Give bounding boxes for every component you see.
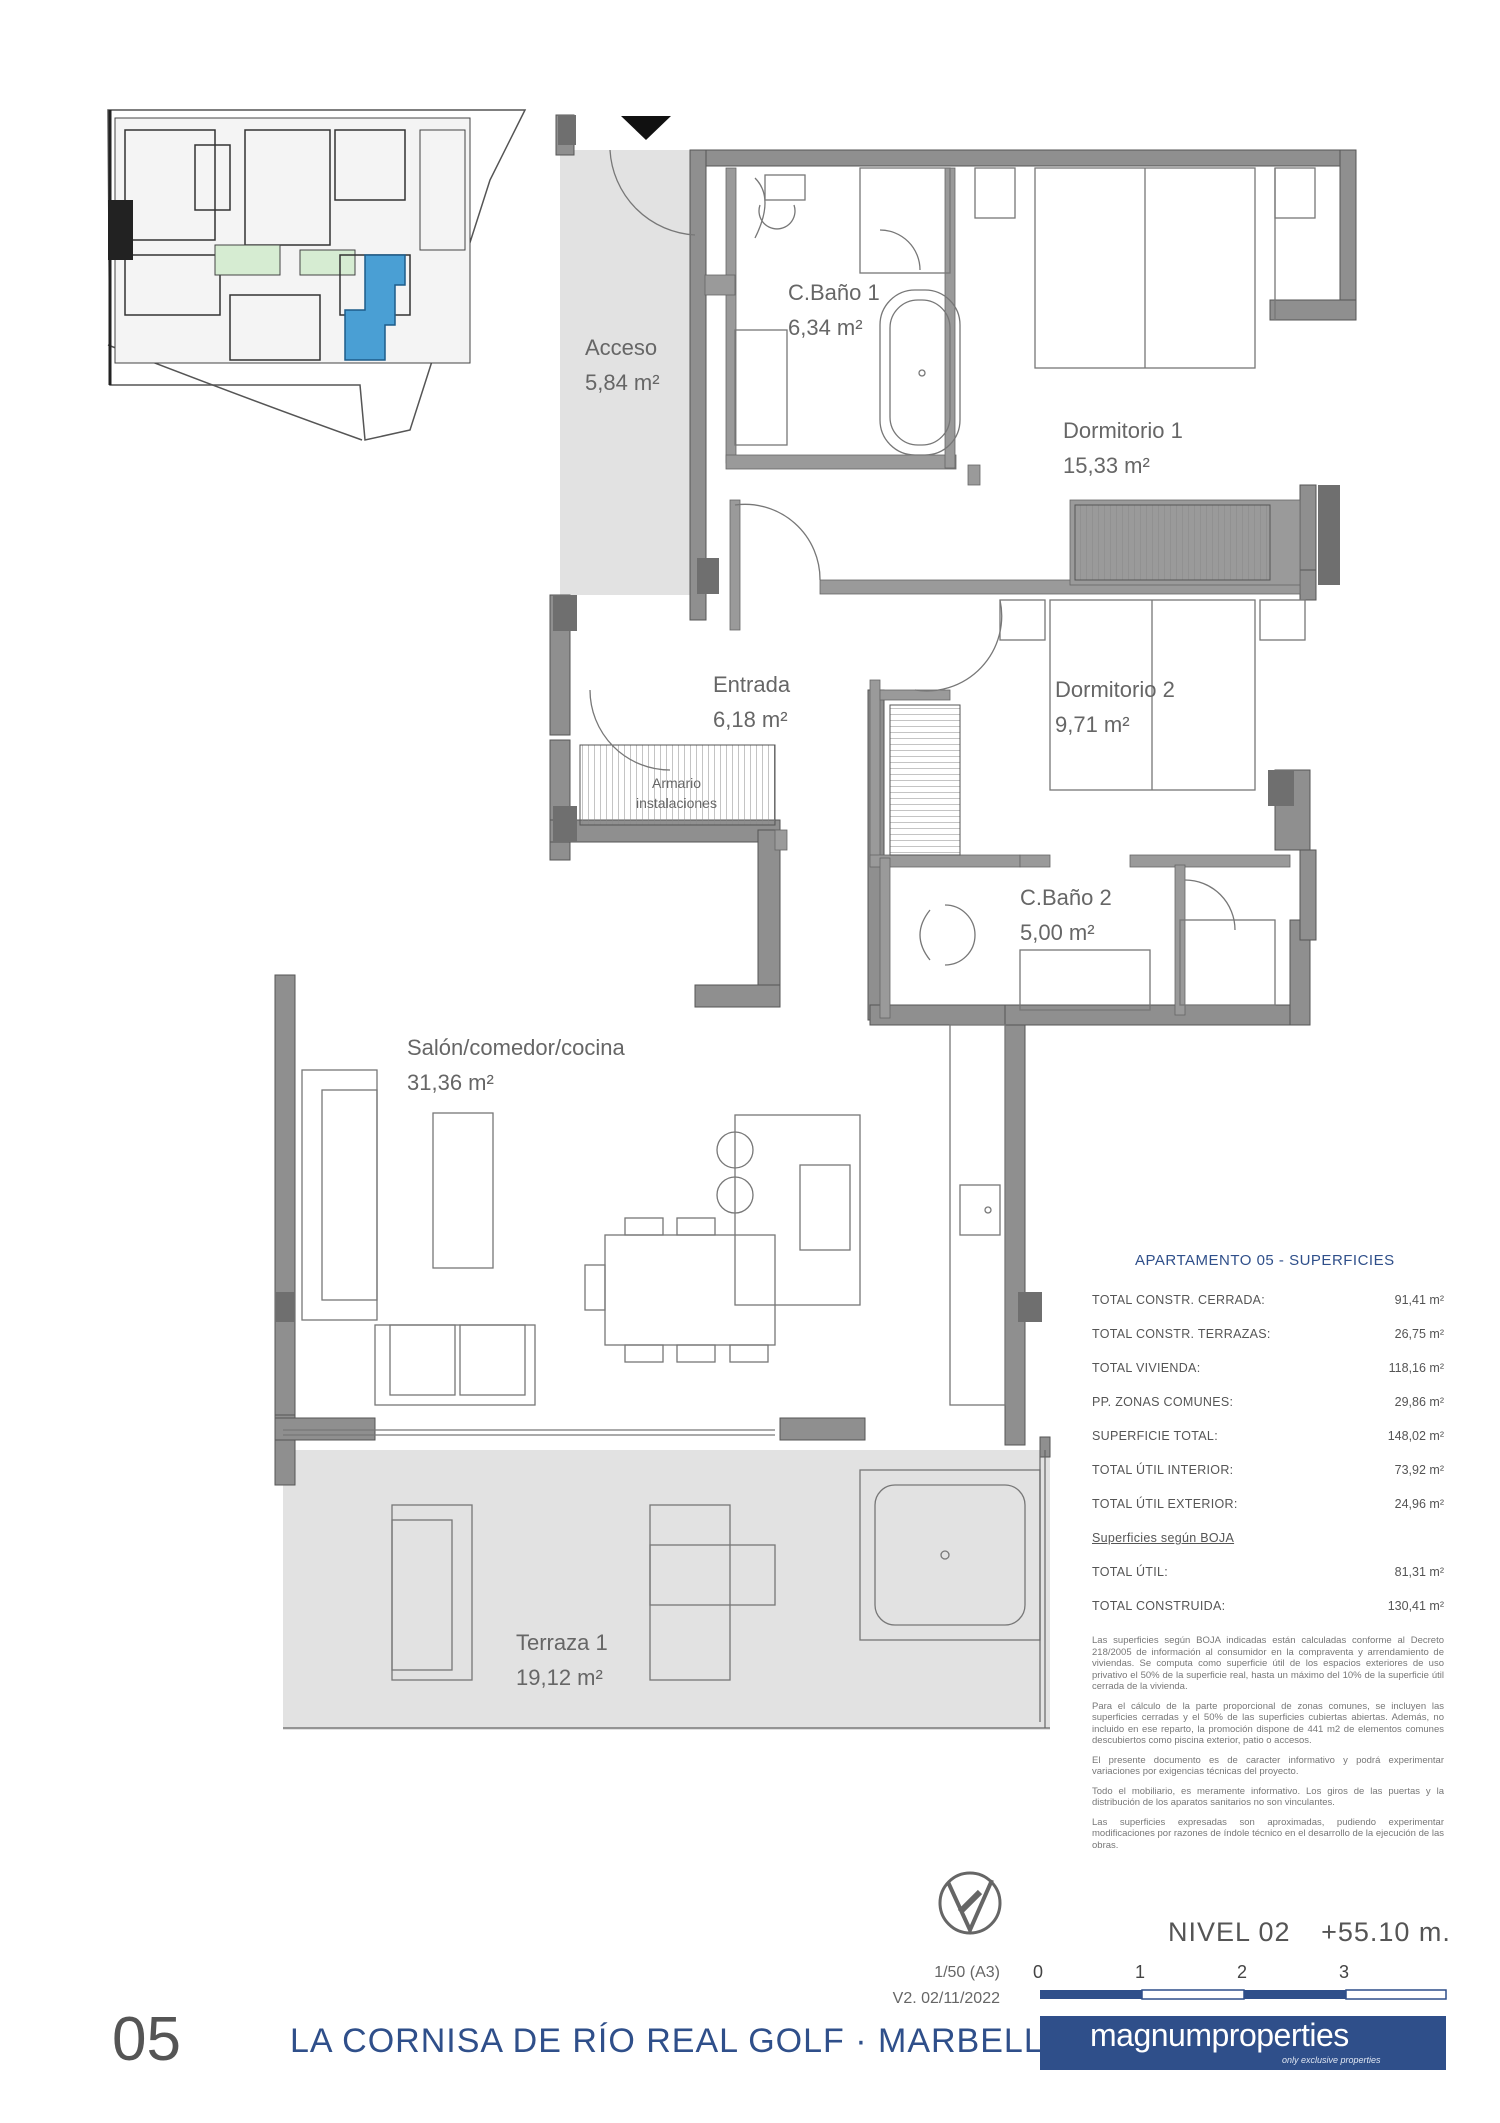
scale-ratio: 1/50 (A3) bbox=[934, 1964, 1000, 1981]
room-area-salon: 31,36 m² bbox=[407, 1070, 494, 1095]
room-name-terraza: Terraza 1 bbox=[516, 1630, 608, 1655]
room-name-dormitorio1: Dormitorio 1 bbox=[1063, 418, 1183, 443]
plan-version: V2. 02/11/2022 bbox=[892, 1990, 1000, 2007]
room-name-acceso: Acceso bbox=[585, 335, 657, 360]
level-info: NIVEL 02 +55.10 m. bbox=[1168, 1917, 1451, 1948]
scale-tick: 3 bbox=[1339, 1962, 1350, 1982]
room-labels: Acceso 5,84 m² C.Baño 1 6,34 m² Dormitor… bbox=[407, 280, 1183, 1690]
brand-name: magnumproperties bbox=[1090, 2017, 1349, 2053]
surface-row: TOTAL CONSTR. TERRAZAS:26,75 m² bbox=[1092, 1327, 1444, 1341]
project-title: LA CORNISA DE RÍO REAL GOLF · MARBELLA bbox=[290, 2022, 1068, 2060]
room-name-armario-1: Armario bbox=[652, 775, 701, 791]
brand-logo bbox=[1040, 2016, 1446, 2070]
room-name-bano2: C.Baño 2 bbox=[1020, 885, 1112, 910]
room-name-entrada: Entrada bbox=[713, 672, 791, 697]
room-name-dormitorio2: Dormitorio 2 bbox=[1055, 677, 1175, 702]
note-paragraph: Las superficies según BOJA indicadas est… bbox=[1092, 1635, 1444, 1692]
boja-link: Superficies según BOJA bbox=[1092, 1531, 1235, 1545]
note-paragraph: Para el cálculo de la parte proporcional… bbox=[1092, 1700, 1444, 1747]
scale-tick: 0 bbox=[1033, 1962, 1044, 1982]
room-name-salon: Salón/comedor/cocina bbox=[407, 1035, 625, 1060]
room-name-bano1: C.Baño 1 bbox=[788, 280, 880, 305]
note-paragraph: El presente documento es de caracter inf… bbox=[1092, 1754, 1444, 1778]
note-paragraph: Las superficies expresadas son aproximad… bbox=[1092, 1816, 1444, 1851]
room-area-dormitorio2: 9,71 m² bbox=[1055, 712, 1130, 737]
surface-row: TOTAL ÚTIL:81,31 m² bbox=[1092, 1565, 1444, 1579]
note-paragraph: Todo el mobiliario, es meramente informa… bbox=[1092, 1785, 1444, 1809]
surface-row: TOTAL ÚTIL INTERIOR:73,92 m² bbox=[1092, 1463, 1444, 1477]
surface-notes: Las superficies según BOJA indicadas est… bbox=[1092, 1635, 1444, 1859]
room-area-bano1: 6,34 m² bbox=[788, 315, 863, 340]
surface-row: TOTAL CONSTR. CERRADA:91,41 m² bbox=[1092, 1293, 1444, 1307]
compass-icon bbox=[938, 1871, 1002, 1935]
level-elevation: +55.10 m. bbox=[1321, 1917, 1451, 1947]
surface-row: TOTAL CONSTRUIDA:130,41 m² bbox=[1092, 1599, 1444, 1613]
surface-row: SUPERFICIE TOTAL:148,02 m² bbox=[1092, 1429, 1444, 1443]
scale-tick: 1 bbox=[1135, 1962, 1146, 1982]
room-area-bano2: 5,00 m² bbox=[1020, 920, 1095, 945]
key-plan bbox=[107, 109, 527, 441]
room-name-armario-2: instalaciones bbox=[636, 795, 717, 811]
room-area-entrada: 6,18 m² bbox=[713, 707, 788, 732]
level-name: NIVEL 02 bbox=[1168, 1917, 1291, 1947]
room-area-terraza: 19,12 m² bbox=[516, 1665, 603, 1690]
room-area-dormitorio1: 15,33 m² bbox=[1063, 453, 1150, 478]
terrace-railing bbox=[283, 1450, 1050, 1729]
surfaces-title: APARTAMENTO 05 - SUPERFICIES bbox=[1135, 1252, 1395, 1269]
entrance-arrow-icon bbox=[621, 116, 671, 140]
surface-row: TOTAL ÚTIL EXTERIOR:24,96 m² bbox=[1092, 1497, 1444, 1511]
room-area-acceso: 5,84 m² bbox=[585, 370, 660, 395]
scale-tick: 2 bbox=[1237, 1962, 1248, 1982]
brand-tagline: only exclusive properties bbox=[1282, 2055, 1381, 2065]
surface-row: TOTAL VIVIENDA:118,16 m² bbox=[1092, 1361, 1444, 1375]
surface-row: PP. ZONAS COMUNES:29,86 m² bbox=[1092, 1395, 1444, 1409]
scale-bar bbox=[1040, 1989, 1447, 2000]
apartment-number: 05 bbox=[112, 2005, 181, 2074]
